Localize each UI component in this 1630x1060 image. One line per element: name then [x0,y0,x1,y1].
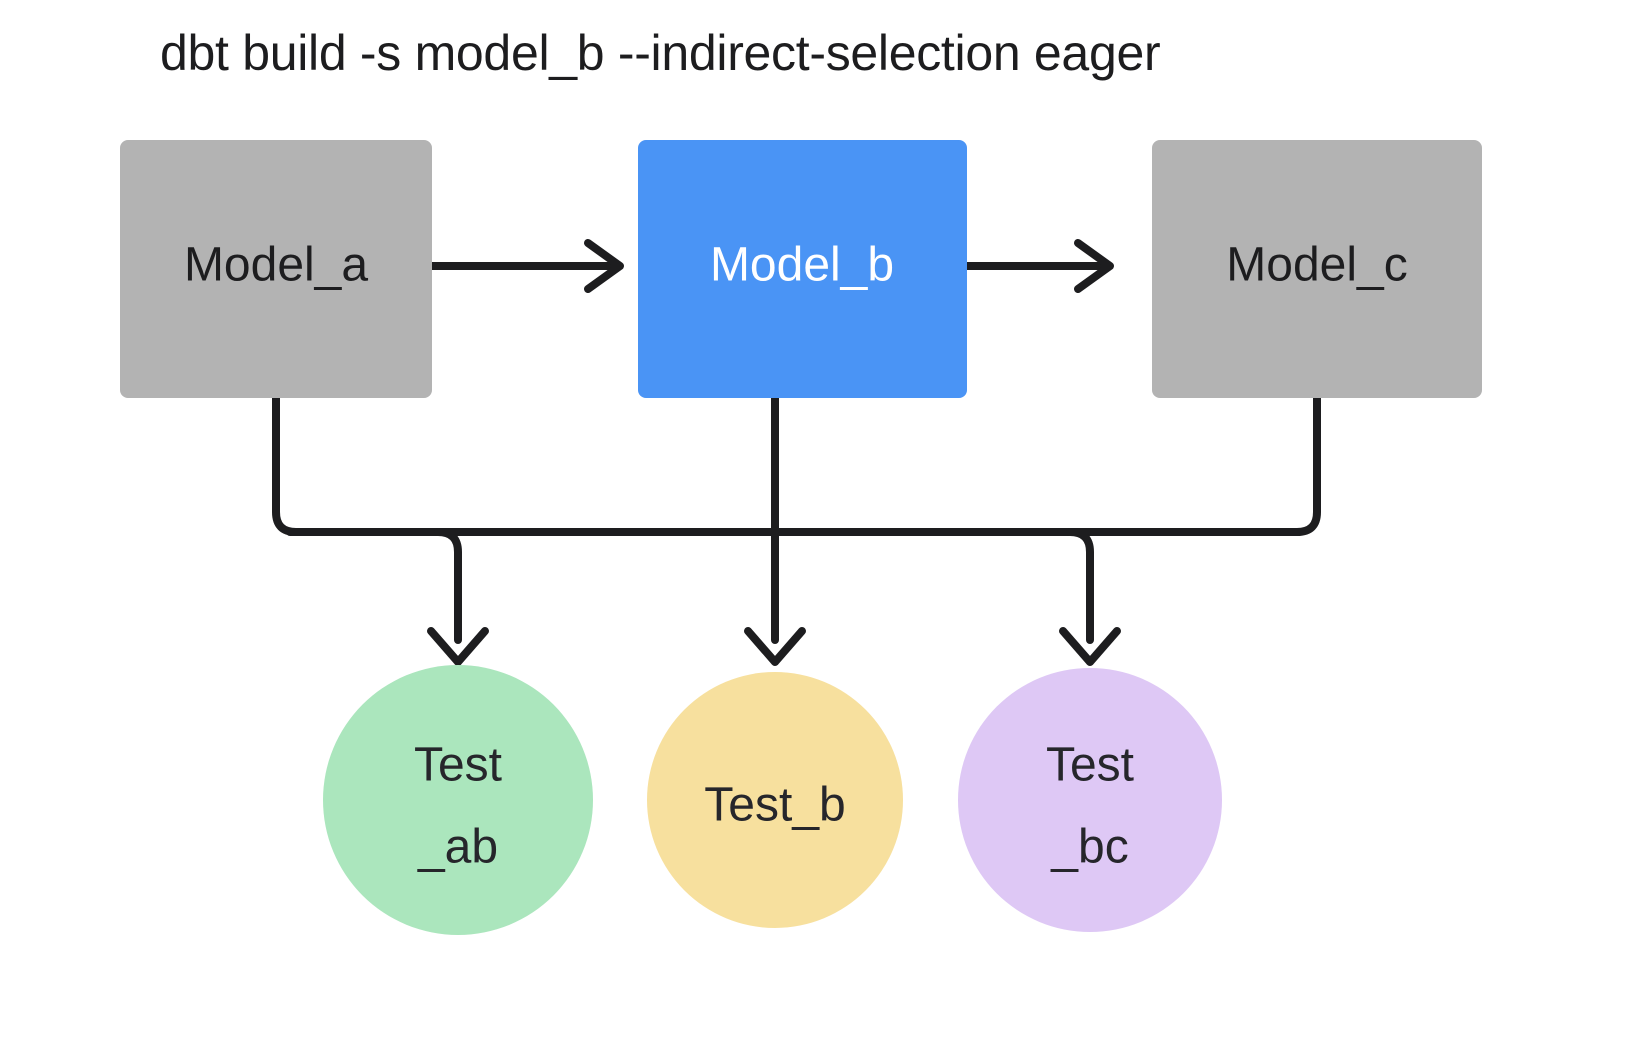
test-bc-label-line2: _bc [1050,821,1128,874]
model-b-box[interactable] [638,140,967,398]
test-bc-label-line1: Test [1046,739,1134,792]
model-c-box[interactable] [1152,140,1482,398]
edge-model-a-to-test-ab [272,394,1074,536]
edge-bus-to-test-ab [434,528,462,644]
test-b-circle[interactable] [647,672,903,928]
arrowhead-test-bc [1059,627,1121,666]
model-b-label: Model_b [710,239,894,292]
arrowhead-test-ab [427,627,489,666]
node-model-a[interactable]: Model_a [120,140,432,398]
edge-model-c-to-bus [286,394,1321,536]
model-c-label: Model_c [1226,239,1407,292]
model-a-box[interactable] [120,140,432,398]
test-ab-label-line1: Test [414,739,502,792]
model-a-label: Model_a [184,239,368,292]
test-bc-circle[interactable] [958,668,1222,932]
arrowhead-model-c [1074,239,1114,293]
node-model-c[interactable]: Model_c [1152,140,1482,398]
test-ab-label-line2: _ab [417,821,498,874]
test-edge-group [272,394,1321,644]
page-title: dbt build -s model_b --indirect-selectio… [160,25,1160,81]
model-edge-group [428,239,1114,293]
node-test-b[interactable]: Test_b [647,672,903,928]
test-arrowhead-group [427,627,1121,666]
node-model-b[interactable]: Model_b [638,140,967,398]
arrowhead-test-b [744,627,806,666]
node-test-bc[interactable]: Test _bc [958,668,1222,932]
arrowhead-model-b [584,239,624,293]
test-b-label: Test_b [704,779,845,832]
edge-bus-to-test-bc [1066,528,1094,644]
node-test-ab[interactable]: Test _ab [323,665,593,935]
test-ab-circle[interactable] [323,665,593,935]
